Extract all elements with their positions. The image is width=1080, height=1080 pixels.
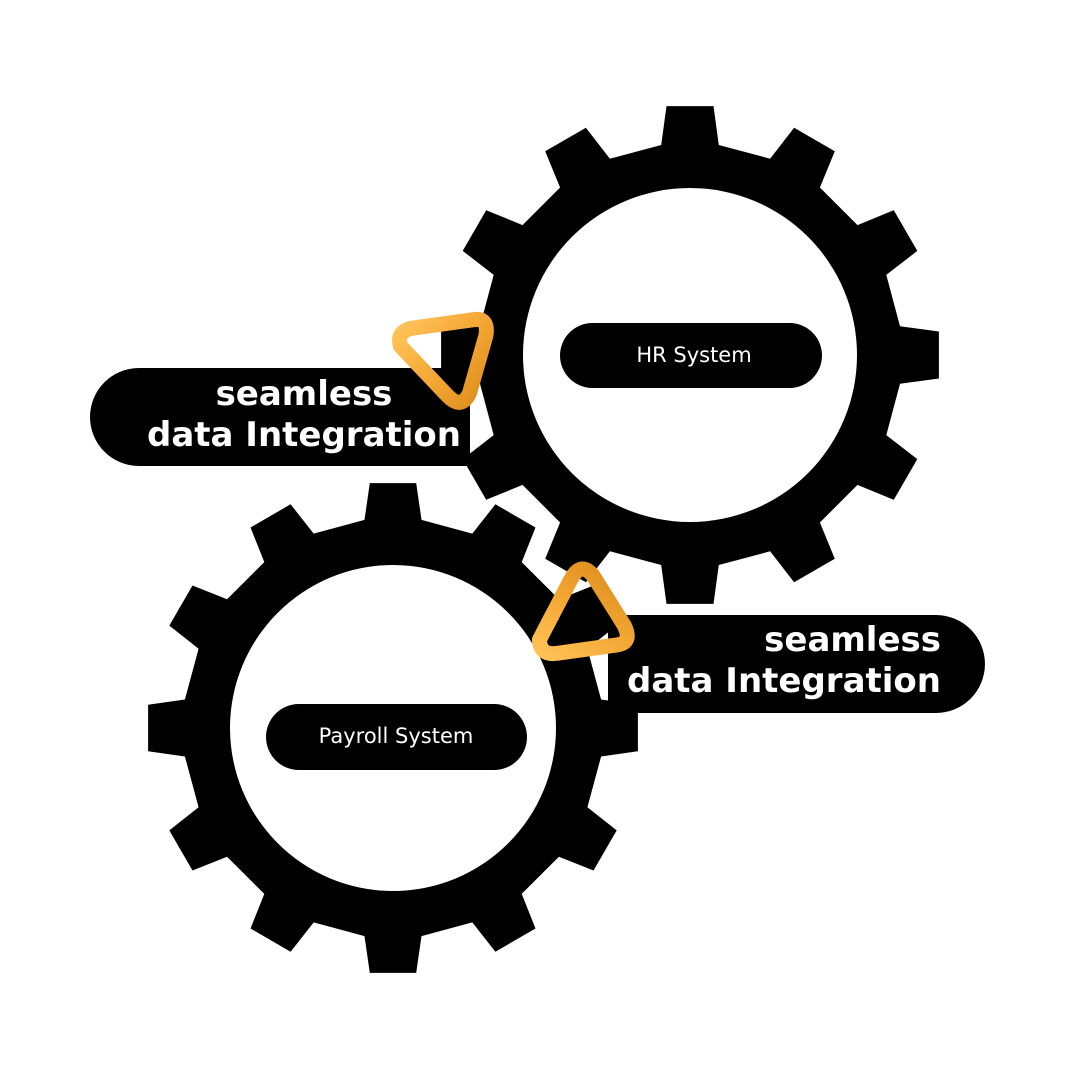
callout-left: seamless data Integration <box>90 368 470 466</box>
callout-left-line2: data Integration <box>147 415 461 455</box>
cursor-pointer-icon <box>531 561 635 662</box>
payroll-system-text: Payroll System <box>319 724 474 748</box>
cursor-pointer-icon <box>392 311 494 410</box>
hr-system-pill <box>560 323 822 388</box>
callout-right: seamless data Integration <box>608 615 985 713</box>
hr-gear <box>441 106 939 604</box>
payroll-gear <box>148 483 638 973</box>
gear-icon <box>441 106 939 604</box>
gear-icon <box>148 483 638 973</box>
payroll-system-pill <box>266 704 527 770</box>
callout-left-line1: seamless <box>216 374 393 414</box>
callout-left-pill <box>90 368 470 466</box>
payroll-system-label: Payroll System <box>266 704 527 770</box>
hr-system-label: HR System <box>560 323 822 388</box>
callout-right-line1: seamless <box>764 620 941 660</box>
callout-right-pill <box>608 615 985 713</box>
callout-right-line2: data Integration <box>627 661 941 701</box>
hr-system-text: HR System <box>636 343 751 367</box>
